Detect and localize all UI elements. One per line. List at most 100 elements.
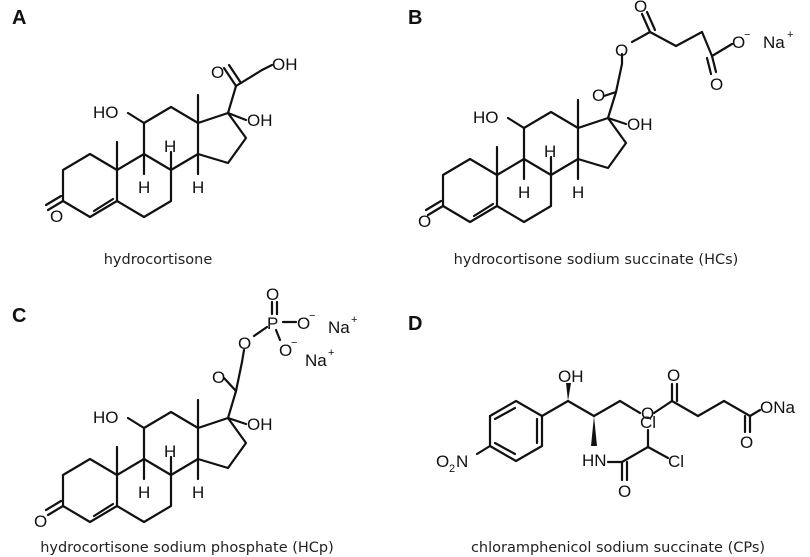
oh-17-label: OH [247,415,273,434]
ring-c [142,410,200,477]
phosphorus-label: P [267,314,278,333]
h14-label: H [572,183,584,202]
panel-c-letter: C [12,305,26,327]
succ-chain-2 [696,399,726,418]
benzene-ring [488,399,544,463]
hcp-structure: O HO H H H O O P O O − O − Na + Na + OH [34,285,357,531]
panel-c: C O HO H H [12,285,357,556]
ring-d [576,116,628,170]
caption-b: hydrocortisone sodium succinate (HCs) [454,252,739,268]
h14-label: H [192,483,204,502]
ketone-bond [46,504,65,517]
benzene-double-3 [493,441,517,456]
panel-b: B [408,0,793,268]
c3-o-bond [618,399,642,415]
c17-c20-bond [606,90,618,120]
nitro-sub-label: 2 [449,463,455,475]
c1-c2-bond [566,399,596,418]
oh-wedge [566,383,571,401]
ring-b [495,157,553,224]
plus-charge-1: + [351,314,357,326]
ketone-o-label: O [418,212,431,231]
carboxylate-o-label: O [732,33,745,52]
ho-11-label: HO [473,108,499,127]
ona-label: ONa [760,398,796,417]
cl-1-label: Cl [640,413,656,432]
ester-co-2 [645,10,657,32]
c17-oh-bond [226,111,248,122]
ring-a-double-bond [472,202,495,218]
ester-co-o-label: O [667,366,680,385]
ketone-bond [46,199,65,212]
c20-o-label: O [592,86,605,105]
cl-bond-2 [646,445,670,460]
panel-d: D [408,313,796,556]
ester-o-label: O [238,334,251,353]
ring-d [196,416,248,470]
nitro-bond [475,444,492,456]
panel-a-letter: A [12,7,26,29]
c17-c20-bond [226,389,238,420]
ho-11-label: HO [93,103,119,122]
c20-o-bond [602,90,618,98]
h9-label: H [138,483,150,502]
ring-a [61,457,119,524]
h9-label: H [138,178,150,197]
succ-chain-3 [722,399,752,418]
oh-21-label: OH [272,55,298,74]
c20-c21-bond [234,68,264,88]
ring-a-double-bond [92,197,115,213]
sodium-2-label: Na [305,351,327,370]
cl-2-label: Cl [668,452,684,471]
carboxylate-o [710,42,734,58]
panel-a: A [12,7,298,268]
ring-b [115,152,173,219]
ester-co [640,12,652,34]
panel-d-letter: D [408,313,422,335]
amide-o-label: O [618,482,631,501]
ester-o-label: O [641,404,654,423]
ho-11-label: HO [93,408,119,427]
c21-o-bond [260,63,274,72]
ester-o-c [630,30,652,44]
acid-co-o-label: O [740,433,753,452]
ketone-o-label: O [34,512,47,531]
oh-label: OH [558,367,584,386]
minus-charge-2: − [291,337,297,349]
p-o-minus-2 [274,328,282,342]
hn-label: HN [582,451,607,470]
c20-o-label: O [212,368,225,387]
carboxylate-co [710,54,718,74]
ring-d [196,111,248,165]
h8-label: H [164,137,176,156]
c20-o-label: O [211,63,224,82]
ring-b [115,457,173,524]
c20-c21-bond [614,62,624,94]
ring-a [61,152,119,219]
carboxylate-co-2 [705,56,713,76]
ona-bond [748,408,762,418]
ring-c [142,105,200,172]
plus-charge-2: + [328,347,334,359]
h8-label: H [544,142,556,161]
c17-c20-bond [226,84,238,115]
ester-co-o-label: O [634,0,647,16]
chain-1 [648,30,678,48]
h8-label: H [164,442,176,461]
carboxylate-co-o-label: O [710,75,723,94]
oh-17-label: OH [247,111,273,130]
c17-oh-bond [226,416,248,426]
c20-c21-bond [234,360,244,393]
ester-o-label: O [615,41,628,60]
plus-charge-label: + [787,29,793,41]
c17-oh-bond [606,116,628,126]
bond-11-oh [126,111,146,125]
ring-a [441,157,499,224]
nitro-o-label: O [436,452,449,471]
panel-b-letter: B [408,7,422,29]
o-co-bond [652,399,674,415]
minus-charge-1: − [309,310,315,322]
oh-17-label: OH [627,115,653,134]
ketone-bond-2 [44,194,63,207]
ring-a-double-bond [92,502,115,518]
